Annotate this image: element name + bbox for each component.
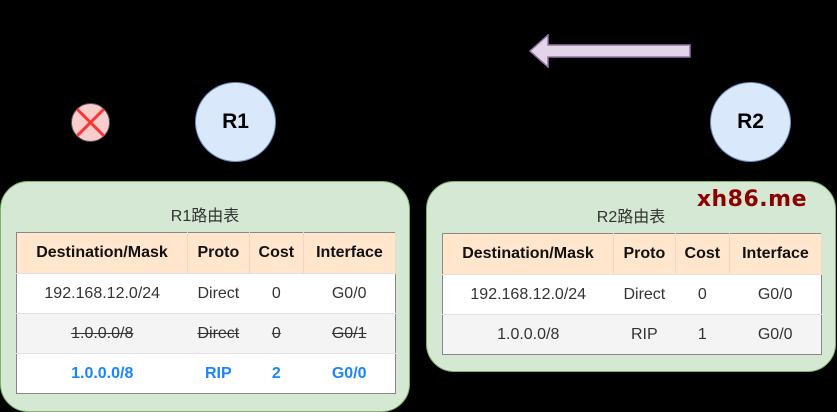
r2-routing-table-panel: xh86.me R2路由表 Destination/Mask Proto Cos… <box>426 181 836 372</box>
cell-destination: 1.0.0.0/8 <box>442 314 614 355</box>
link-failure-x-icon <box>71 103 110 142</box>
table-row-new: 1.0.0.0/8 RIP 2 G0/0 <box>16 353 396 394</box>
watermark: xh86.me <box>696 187 807 212</box>
cell-proto: Direct <box>187 273 250 314</box>
r2-table-title: R2路由表 <box>596 209 666 226</box>
router-r2-label: R2 <box>737 110 764 133</box>
router-r1[interactable]: R1 <box>195 82 276 162</box>
header-cost: Cost <box>249 232 304 274</box>
cell-cost: 1 <box>675 314 730 355</box>
header-proto: Proto <box>187 232 250 274</box>
header-interface: Interface <box>303 232 397 274</box>
r1-routing-table: Destination/Mask Proto Cost Interface 19… <box>16 232 397 394</box>
table-header-row: Destination/Mask Proto Cost Interface <box>442 233 823 275</box>
router-r1-label: R1 <box>222 110 249 133</box>
cell-interface: G0/0 <box>303 273 396 314</box>
router-r2[interactable]: R2 <box>710 82 791 162</box>
cell-interface: G0/1 <box>303 313 396 354</box>
cell-destination: 1.0.0.0/8 <box>16 353 188 394</box>
cell-cost: 0 <box>675 274 730 315</box>
cell-destination: 192.168.12.0/24 <box>16 273 188 314</box>
table-row-removed: 1.0.0.0/8 Direct 0 G0/1 <box>16 313 396 354</box>
cell-destination: 1.0.0.0/8 <box>16 313 188 354</box>
cell-cost: 0 <box>249 313 304 354</box>
header-proto: Proto <box>613 233 676 275</box>
cell-interface: G0/0 <box>729 274 822 315</box>
table-row: 192.168.12.0/24 Direct 0 G0/0 <box>442 274 822 315</box>
r2-routing-table: Destination/Mask Proto Cost Interface 19… <box>442 233 823 355</box>
header-destination: Destination/Mask <box>16 232 188 274</box>
cell-interface: G0/0 <box>303 353 396 394</box>
cell-cost: 2 <box>249 353 304 394</box>
header-interface: Interface <box>729 233 823 275</box>
cell-destination: 192.168.12.0/24 <box>442 274 614 315</box>
rip-update-arrow-left-icon <box>528 34 691 68</box>
cell-proto: Direct <box>613 274 676 315</box>
r1-table-title: R1路由表 <box>170 208 240 225</box>
cell-proto: Direct <box>187 313 250 354</box>
cell-interface: G0/0 <box>729 314 822 355</box>
table-row: 1.0.0.0/8 RIP 1 G0/0 <box>442 314 822 355</box>
r1-routing-table-panel: R1路由表 Destination/Mask Proto Cost Interf… <box>0 181 410 412</box>
cell-proto: RIP <box>187 353 250 394</box>
table-header-row: Destination/Mask Proto Cost Interface <box>16 232 397 274</box>
cell-cost: 0 <box>249 273 304 314</box>
cell-proto: RIP <box>613 314 676 355</box>
header-destination: Destination/Mask <box>442 233 614 275</box>
header-cost: Cost <box>675 233 730 275</box>
table-row: 192.168.12.0/24 Direct 0 G0/0 <box>16 273 396 314</box>
